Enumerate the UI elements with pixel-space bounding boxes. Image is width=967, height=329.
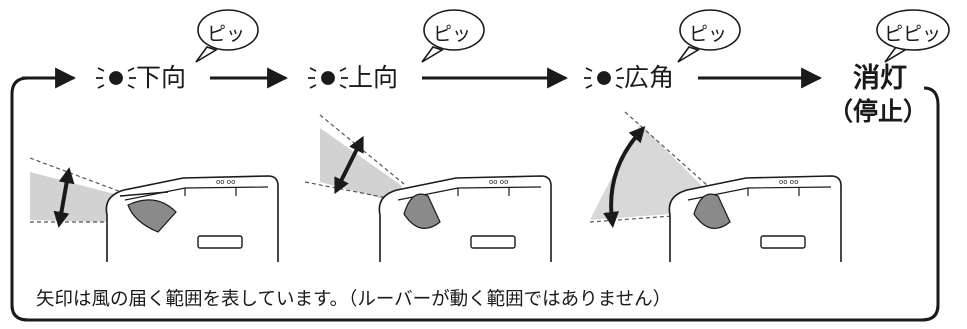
lit-indicator-icon (308, 67, 348, 89)
svg-text:oo oo: oo oo (216, 178, 235, 186)
lit-indicator-icon (96, 67, 136, 89)
range-arrow-icon (603, 126, 646, 228)
panel-wide: oo oo (589, 111, 842, 262)
beep-text: ピピッ (884, 23, 942, 45)
beep-text: ピッ (433, 23, 472, 45)
beep-text: ピッ (689, 23, 728, 45)
svg-text:oo oo: oo oo (489, 178, 508, 186)
panel-downward: oo oo (29, 157, 279, 262)
beep-bubble (876, 9, 950, 63)
beep-text: ピッ (207, 23, 246, 45)
off-label: 消灯 (853, 63, 907, 94)
step-label-wide: 広角 (624, 63, 675, 92)
off-label-stopped: （停止） (827, 97, 928, 126)
panel-upward: oo oo (304, 114, 552, 262)
step-label-down: 下向 (136, 63, 187, 92)
step-label-up: 上向 (348, 63, 399, 92)
range-arrow-icon (53, 167, 75, 228)
beep-bubble (677, 9, 741, 63)
svg-text:oo oo: oo oo (779, 178, 798, 186)
lit-indicator-icon (584, 67, 624, 89)
beep-bubble (195, 9, 259, 63)
range-arrow-icon (334, 135, 364, 195)
caption: 矢印は風の届く範囲を表しています。（ルーバーが動く範囲ではありません） (36, 289, 672, 310)
beep-bubble (421, 9, 485, 63)
